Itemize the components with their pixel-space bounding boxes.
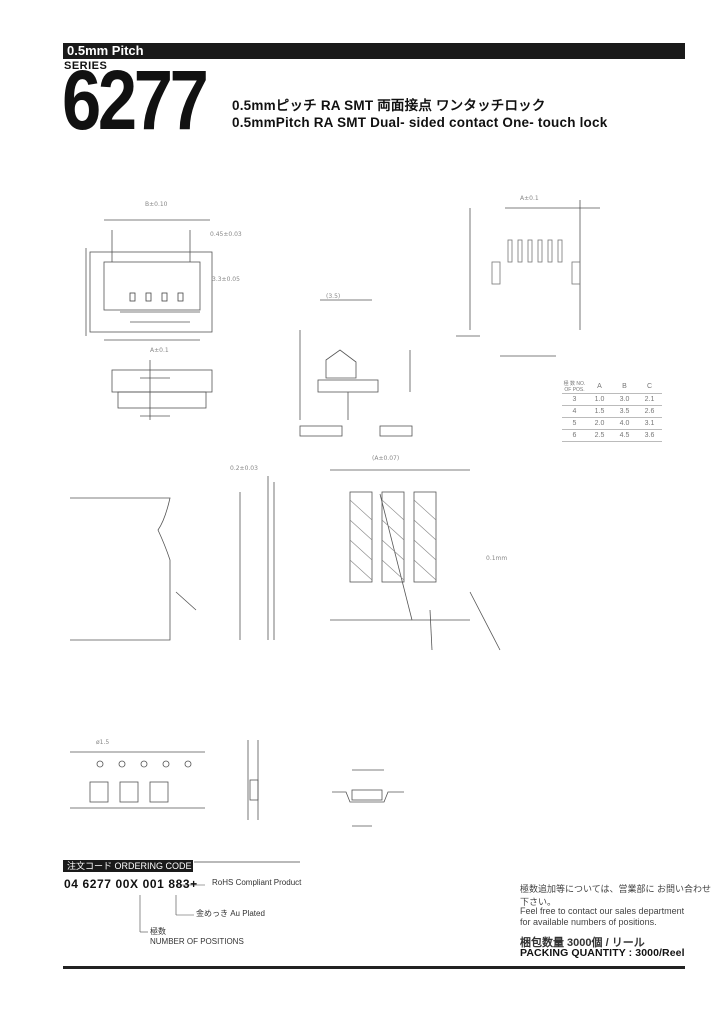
series-label: SERIES	[64, 60, 108, 72]
table-header-cell: C	[637, 380, 662, 394]
table-cell: 3.6	[637, 429, 662, 442]
table-cell: 3	[562, 393, 587, 406]
connector-side-views	[111, 360, 213, 420]
rohs-note: RoHS Compliant Product	[212, 878, 302, 887]
subtitle-english: 0.5mmPitch RA SMT Dual- sided contact On…	[232, 115, 608, 130]
fpc-contact-detail	[330, 469, 501, 651]
pitch-banner: 0.5mm Pitch	[63, 43, 685, 59]
table-header-cell: B	[612, 380, 637, 394]
svg-text:A±0.1: A±0.1	[150, 347, 169, 354]
svg-text:(A±0.07): (A±0.07)	[372, 455, 399, 462]
svg-text:0.1mm: 0.1mm	[486, 555, 507, 562]
table-cell: 2.6	[637, 405, 662, 418]
fpc-outline-view	[70, 476, 275, 641]
hatching	[349, 499, 437, 581]
pitch-label: 0.5mm Pitch	[67, 43, 144, 58]
ordering-code-banner: 注文コード ORDERING CODE	[63, 860, 193, 872]
ordering-code-label: 注文コード ORDERING CODE	[67, 861, 192, 871]
svg-text:(3.5): (3.5)	[326, 293, 340, 300]
contact-note-en-2: for available numbers of positions.	[520, 917, 657, 927]
table-cell: 6	[562, 429, 587, 442]
subtitle-japanese: 0.5mmピッチ RA SMT 両面接点 ワンタッチロック	[232, 98, 546, 113]
table-row: 6 2.5 4.5 3.6	[562, 429, 662, 442]
table-row: 3 1.0 3.0 2.1	[562, 393, 662, 406]
packing-quantity-jp: 梱包数量 3000個 / リール	[520, 937, 645, 949]
contact-note-jp: 極数追加等については、営業部に お問い合わせ下さい。	[520, 884, 712, 907]
plating-note: 金めっき Au Plated	[196, 909, 265, 918]
tape-reel-view	[70, 740, 259, 820]
positions-label-en: NUMBER OF POSITIONS	[150, 937, 244, 946]
dimension-labels: B±0.10 0.45±0.03 3.3±0.05 A±0.1 (3.5) A±…	[96, 195, 539, 746]
table-cell: 2.5	[587, 429, 612, 442]
table-cell: 1.5	[587, 405, 612, 418]
ordering-code: 04 6277 00X 001 883+	[64, 877, 198, 891]
footer-rule	[63, 966, 685, 969]
pcb-layout-view	[456, 200, 600, 357]
packing-quantity-en: PACKING QUANTITY : 3000/Reel	[520, 947, 685, 959]
dimension-table: 極 数 NO. OF POS. A B C 3 1.0 3.0 2.1 4 1.…	[562, 380, 662, 442]
table-cell: 4.5	[612, 429, 637, 442]
cross-section-view	[299, 299, 413, 437]
table-cell: 3.5	[612, 405, 637, 418]
table-cell: 3.1	[637, 417, 662, 430]
table-header-cell: 極 数 NO. OF POS.	[562, 380, 587, 394]
positions-label-jp: 極数	[150, 927, 166, 936]
svg-text:0.2±0.03: 0.2±0.03	[230, 465, 258, 472]
table-cell: 4	[562, 405, 587, 418]
svg-text:0.45±0.03: 0.45±0.03	[210, 231, 242, 238]
table-cell: 1.0	[587, 393, 612, 406]
table-row: 5 2.0 4.0 3.1	[562, 417, 662, 430]
table-cell: 2.1	[637, 393, 662, 406]
table-cell: 5	[562, 417, 587, 430]
table-row: 4 1.5 3.5 2.6	[562, 405, 662, 418]
table-cell: 2.0	[587, 417, 612, 430]
contact-note-en-1: Feel free to contact our sales departmen…	[520, 906, 685, 916]
tape-cavity-section	[332, 769, 404, 827]
svg-text:B±0.10: B±0.10	[145, 201, 168, 208]
connector-top-view	[85, 219, 213, 341]
table-header-cell: A	[587, 380, 612, 394]
series-number: 6277	[62, 53, 209, 147]
table-cell: 4.0	[612, 417, 637, 430]
svg-text:A±0.1: A±0.1	[520, 195, 539, 202]
svg-text:3.3±0.05: 3.3±0.05	[212, 276, 240, 283]
table-cell: 3.0	[612, 393, 637, 406]
svg-text:ø1.5: ø1.5	[96, 739, 109, 746]
